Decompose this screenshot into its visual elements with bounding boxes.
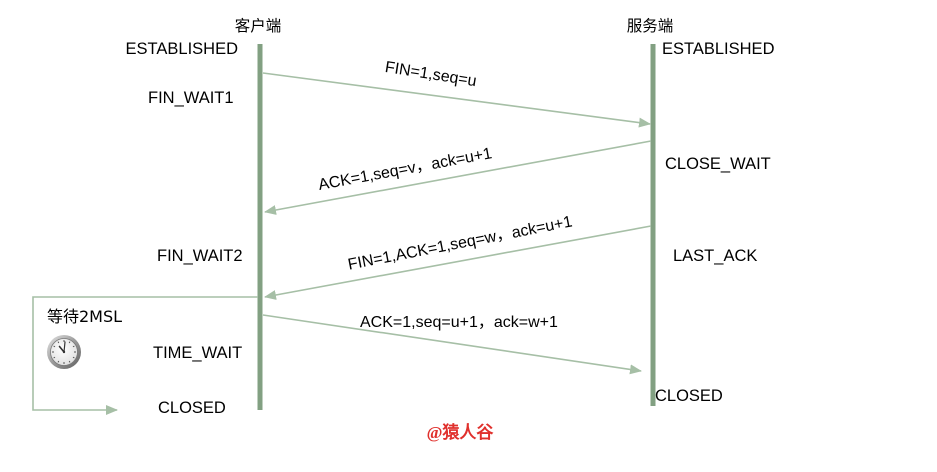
message-arrow-ack (264, 140, 652, 215)
watermark: @猿人谷 (427, 422, 495, 442)
time-wait-loop-arrow (32, 296, 258, 415)
client-title: 客户端 (235, 17, 282, 35)
client-state-fin-wait1: FIN_WAIT1 (148, 89, 234, 107)
client-state-established: ESTABLISHED (126, 40, 239, 58)
message-arrow-final-ack (262, 314, 642, 375)
message-label-fin: FIN=1,seq=u (384, 59, 478, 90)
server-title: 服务端 (627, 17, 674, 35)
server-state-established: ESTABLISHED (662, 40, 775, 58)
client-state-time-wait: TIME_WAIT (153, 344, 242, 362)
message-arrow-fin-ack (264, 225, 652, 300)
message-arrow-fin (262, 72, 651, 128)
message-label-fin-ack: FIN=1,ACK=1,seq=w，ack=u+1 (347, 213, 574, 273)
client-state-closed: CLOSED (158, 399, 226, 417)
clock-icon (47, 335, 81, 369)
server-state-closed: CLOSED (655, 387, 723, 405)
server-state-last-ack: LAST_ACK (673, 247, 757, 265)
wait-2msl-label: 等待2MSL (47, 307, 122, 326)
server-state-close-wait: CLOSE_WAIT (665, 155, 771, 173)
client-state-fin-wait2: FIN_WAIT2 (157, 247, 243, 265)
message-label-final-ack: ACK=1,seq=u+1，ack=w+1 (360, 314, 558, 331)
